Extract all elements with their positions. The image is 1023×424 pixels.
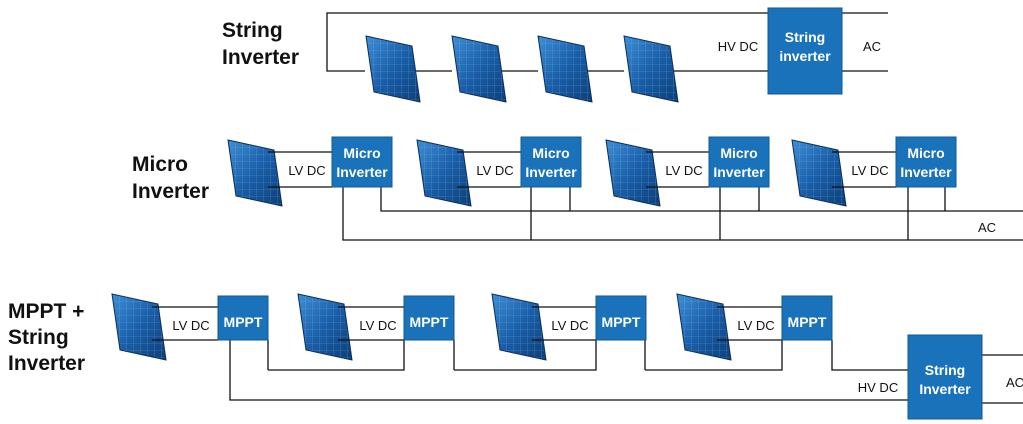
- solar-panel-icon: [791, 139, 847, 207]
- mppt-label: MPPT: [224, 314, 263, 330]
- micro-inverter-box: [331, 136, 393, 188]
- micro-inverter-box: [895, 136, 957, 188]
- string-inverter-label-2: inverter: [779, 48, 831, 64]
- section-micro-inverter: Micro Inverter LV DC LV DC LV DC LV DC A…: [132, 136, 1023, 241]
- string-inverter-box: [767, 7, 843, 95]
- chain-wire: [645, 340, 783, 371]
- string-inverter-label-1: String: [785, 29, 825, 45]
- micro-inverter-box: [708, 136, 770, 188]
- solar-panel-icon: [365, 35, 421, 103]
- section-title-line1: Micro: [132, 153, 188, 176]
- solar-panel-icon: [537, 35, 593, 103]
- micro-inverter-label-1: Micro: [907, 145, 944, 161]
- solar-panel-icon: [623, 35, 679, 103]
- lv-dc-label: LV DC: [665, 163, 702, 178]
- hv-dc-wire-bottom: [229, 340, 908, 401]
- micro-inverter-box: [520, 136, 582, 188]
- mppt-box: [781, 295, 833, 341]
- section-string-inverter: String Inverter HV DC String inverter AC: [222, 7, 888, 103]
- lv-dc-label: LV DC: [172, 318, 209, 333]
- solar-panel-icon: [451, 35, 507, 103]
- micro-inverter-label-2: Inverter: [336, 164, 388, 180]
- ac-bus-upper: [380, 187, 1023, 212]
- lv-dc-label: LV DC: [359, 318, 396, 333]
- mppt-label: MPPT: [602, 314, 641, 330]
- mppt-box: [403, 295, 455, 341]
- micro-inverter-label-1: Micro: [532, 145, 569, 161]
- micro-inverter-label-1: Micro: [720, 145, 757, 161]
- section-title-line3: Inverter: [8, 352, 85, 375]
- section-title-line1: String: [222, 19, 283, 42]
- mppt-label: MPPT: [788, 314, 827, 330]
- micro-inverter-label-2: Inverter: [900, 164, 952, 180]
- mppt-box: [217, 295, 269, 341]
- lv-dc-label: LV DC: [737, 318, 774, 333]
- solar-panel-icon: [491, 293, 547, 361]
- chain-wire: [268, 340, 405, 371]
- micro-inverter-label-2: Inverter: [713, 164, 765, 180]
- string-inverter-box: [907, 334, 983, 420]
- section-title-line1: MPPT +: [8, 300, 84, 323]
- lv-dc-label: LV DC: [476, 163, 513, 178]
- section-title-line2: Inverter: [132, 180, 209, 203]
- micro-inverter-label-2: Inverter: [525, 164, 577, 180]
- string-inverter-label-2: Inverter: [919, 381, 971, 397]
- lv-dc-label: LV DC: [551, 318, 588, 333]
- ac-bus-lower: [342, 187, 1023, 241]
- solar-panel-icon: [676, 293, 732, 361]
- solar-panel-icon: [416, 139, 472, 207]
- solar-panel-icon: [605, 139, 661, 207]
- section-title-line2: String: [8, 326, 69, 349]
- section-title-line2: Inverter: [222, 46, 299, 69]
- solar-panel-icon: [227, 139, 283, 207]
- ac-label: AC: [863, 39, 881, 54]
- ac-label: AC: [1006, 375, 1023, 390]
- string-inverter-label-1: String: [925, 362, 965, 378]
- solar-panel-icon: [111, 293, 167, 361]
- solar-panel-icon: [297, 293, 353, 361]
- chain-wire: [454, 340, 597, 371]
- ac-label: AC: [978, 220, 996, 235]
- micro-inverter-label-1: Micro: [343, 145, 380, 161]
- string-wire-top: [326, 12, 768, 72]
- lv-dc-label: LV DC: [288, 163, 325, 178]
- section-mppt-string-inverter: MPPT + String Inverter LV DC LV DC LV DC…: [8, 293, 1023, 420]
- mppt-label: MPPT: [410, 314, 449, 330]
- mppt-box: [595, 295, 647, 341]
- hv-dc-label: HV DC: [718, 39, 758, 54]
- hv-dc-label: HV DC: [858, 380, 898, 395]
- lv-dc-label: LV DC: [851, 163, 888, 178]
- hv-dc-wire-top: [831, 340, 908, 371]
